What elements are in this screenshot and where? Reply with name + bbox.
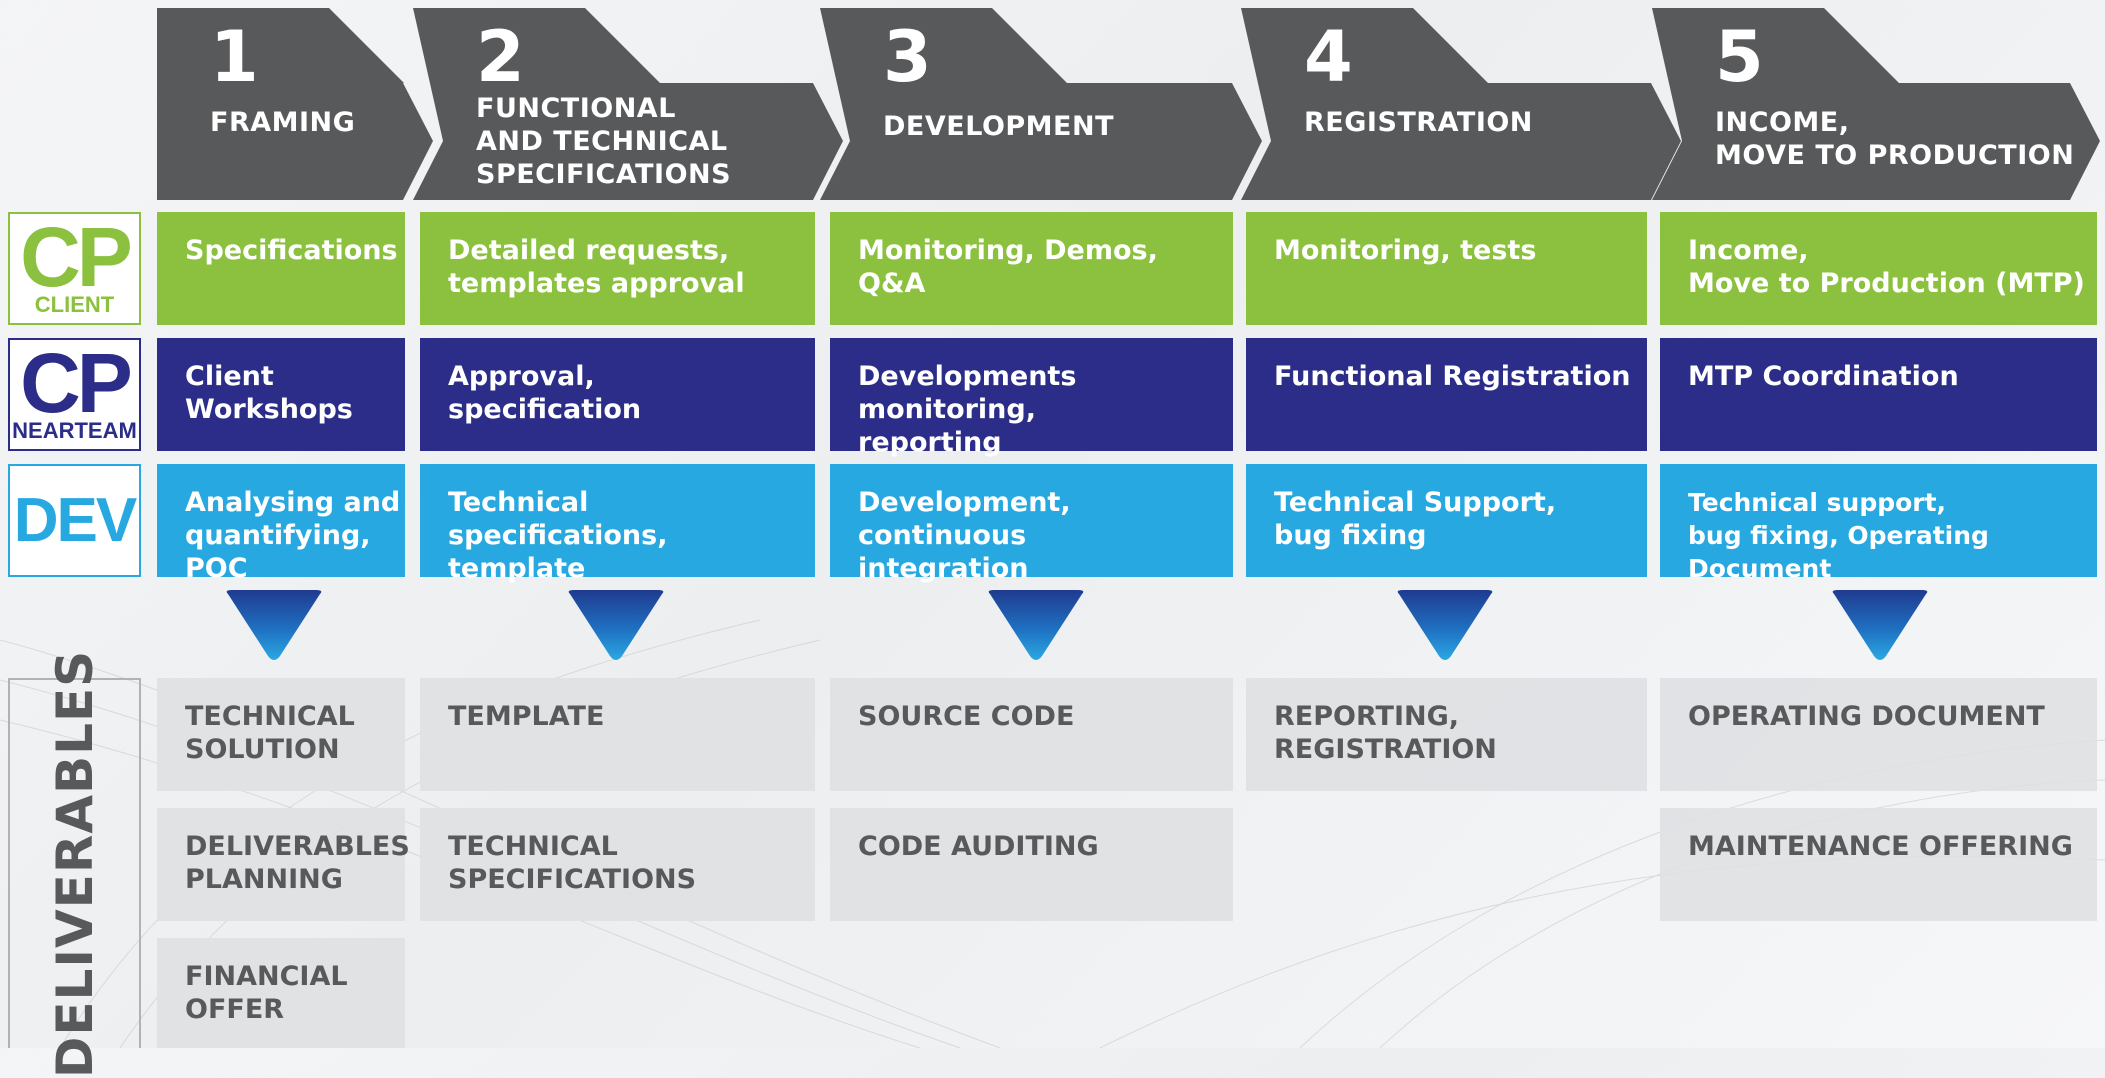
client-task-cell: Monitoring, Demos, Q&A <box>830 212 1233 325</box>
nearteam-task-cell: Client Workshops <box>157 338 405 451</box>
phase-chevron <box>1241 8 1681 200</box>
nearteam-task-cell: MTP Coordination <box>1660 338 2097 451</box>
lane-logo: CP <box>20 210 133 304</box>
deliverable-item: SOURCE CODE <box>830 678 1233 791</box>
deliverable-item: TECHNICAL SPECIFICATIONS <box>420 808 815 921</box>
deliverable-item: DELIVERABLES PLANNING <box>157 808 410 921</box>
phase-title: DEVELOPMENT <box>883 111 1115 142</box>
deliverable-item: TECHNICAL SOLUTION <box>157 678 405 791</box>
phase-number: 3 <box>883 16 932 98</box>
nearteam-task-cell: Functional Registration <box>1246 338 1647 451</box>
deliverable-item: TEMPLATE <box>420 678 815 791</box>
phase-title: FUNCTIONAL AND TECHNICAL SPECIFICATIONS <box>476 93 732 190</box>
lane-logo: CP <box>20 336 133 430</box>
phase-number: 4 <box>1304 16 1353 98</box>
dev-task-cell: Technical support, bug fixing, Operating… <box>1660 464 2097 583</box>
deliverable-item: MAINTENANCE OFFERING <box>1660 808 2097 921</box>
down-arrow-icon <box>568 590 664 660</box>
down-arrow-icon <box>1832 590 1928 660</box>
client-task-cell: Monitoring, tests <box>1246 212 1647 325</box>
deliverable-item: CODE AUDITING <box>830 808 1233 921</box>
phase-title: FRAMING <box>210 107 356 138</box>
dev-task-cell: Development, continuous integration <box>830 464 1233 584</box>
phase-number: 5 <box>1715 16 1764 98</box>
lane-label-dev: DEV <box>8 464 141 577</box>
nearteam-task-cell: Developments monitoring, reporting <box>830 338 1233 458</box>
phase-chevron <box>1652 8 2100 200</box>
phase-title: REGISTRATION <box>1304 107 1533 138</box>
phase-chevron <box>157 8 433 200</box>
client-task-cell: Specifications <box>157 212 405 325</box>
down-arrow-icon <box>226 590 322 660</box>
nearteam-task-cell: Approval, specification <box>420 338 815 451</box>
deliverable-item: REPORTING, REGISTRATION <box>1246 678 1647 791</box>
client-task-cell: Detailed requests, templates approval <box>420 212 815 325</box>
deliverable-item: OPERATING DOCUMENT <box>1660 678 2097 791</box>
down-arrow-icon <box>1397 590 1493 660</box>
dev-task-cell: Technical specifications, template <box>420 464 815 584</box>
phase-chevron <box>413 8 843 200</box>
phase-number: 2 <box>476 16 525 98</box>
phase-title: INCOME, MOVE TO PRODUCTION <box>1715 107 2075 171</box>
lane-sublabel: NEARTEAM <box>12 418 137 443</box>
deliverables-label: DELIVERABLES <box>8 650 141 1078</box>
down-arrow-icon <box>988 590 1084 660</box>
dev-task-cell: Analysing and quantifying, POC <box>157 464 405 584</box>
phase-number: 1 <box>210 16 259 98</box>
phase-chevron <box>820 8 1262 200</box>
lane-sublabel: CLIENT <box>34 292 115 317</box>
deliverable-item: FINANCIAL OFFER <box>157 938 405 1048</box>
client-task-cell: Income, Move to Production (MTP) <box>1660 212 2097 325</box>
dev-task-cell: Technical Support, bug fixing <box>1246 464 1647 577</box>
lane-logo: DEV <box>13 486 137 555</box>
